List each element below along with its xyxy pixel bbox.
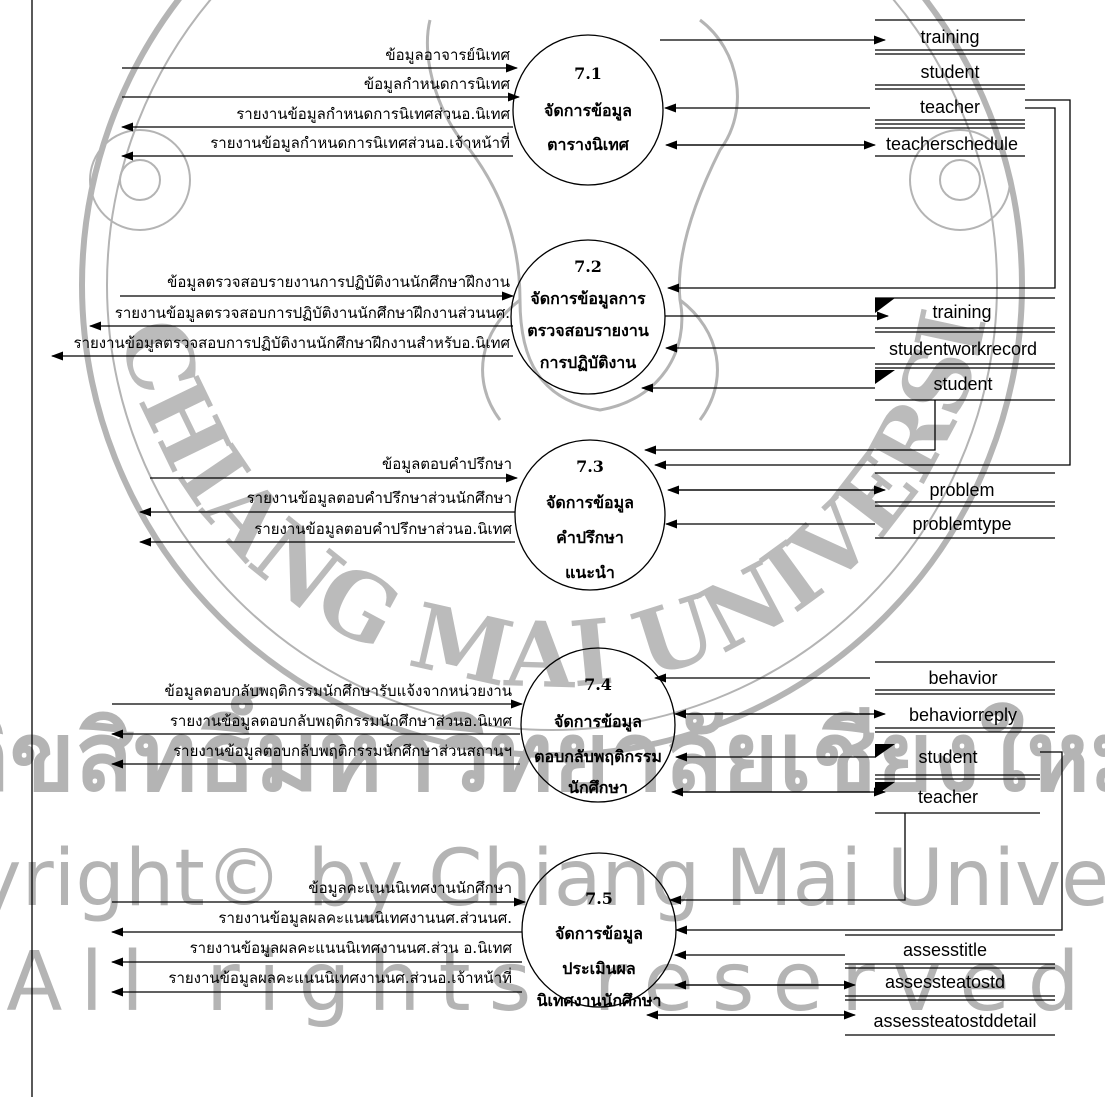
process-7-3: 7.3 จัดการข้อมูล คำปรึกษา แนะนำ <box>514 439 666 591</box>
data-store-label: behaviorreply <box>909 705 1017 725</box>
process-7-4: 7.4 จัดการข้อมูล ตอบกลับพฤติกรรม นักศึกษ… <box>520 647 676 803</box>
flow-label: รายงานข้อมูลกำหนดการนิเทศส่วนอ.นิเทศ <box>236 105 510 123</box>
process-label: นักศึกษา <box>568 778 628 797</box>
flow-label: ข้อมูลตอบคำปรึกษา <box>382 455 512 473</box>
process-label: การปฏิบัติงาน <box>540 353 637 372</box>
process-label: จัดการข้อมูล <box>554 712 642 733</box>
flow-label: รายงานข้อมูลผลคะแนนนิเทศงานนศ.ส่วนอ.เจ้า… <box>168 967 512 987</box>
flow-label: รายงานข้อมูลตรวจสอบการปฏิบัติงานนักศึกษา… <box>74 334 511 352</box>
process-label: ตรวจสอบรายงาน <box>527 321 649 340</box>
flow-label: รายงานข้อมูลตอบกลับพฤติกรรมนักศึกษาส่วนส… <box>173 742 512 760</box>
flow-label: ข้อมูลอาจารย์นิเทศ <box>385 46 510 64</box>
data-store-label: assesstitle <box>903 940 987 960</box>
watermark-copyright-text: Copyright© by Chiang Mai University <box>0 834 1105 924</box>
process-label: แนะนำ <box>565 563 615 582</box>
flow-label: รายงานข้อมูลตอบคำปรึกษาส่วนนักศึกษา <box>247 489 512 507</box>
data-store-label: assessteatostd <box>885 972 1005 992</box>
flow-label: รายงานข้อมูลผลคะแนนนิเทศงานนศ.ส่วนนศ. <box>218 909 512 927</box>
data-store-label: teacherschedule <box>886 134 1018 154</box>
data-stores: training student teacher teacherschedule… <box>845 19 1055 1036</box>
flow-label: รายงานข้อมูลกำหนดการนิเทศส่วนอ.เจ้าหน้าท… <box>210 132 510 152</box>
data-store-label: student <box>920 62 979 82</box>
process-number: 7.1 <box>574 64 602 83</box>
process-7-2: 7.2 จัดการข้อมูลการ ตรวจสอบรายงาน การปฏิ… <box>510 239 666 395</box>
process-number: 7.5 <box>585 889 613 908</box>
flow-label: ข้อมูลคะแนนนิเทศงานนักศึกษา <box>308 879 512 897</box>
data-store-label: training <box>932 302 991 322</box>
process-label: คำปรึกษา <box>556 528 624 547</box>
process-label: จัดการข้อมูลการ <box>530 289 646 310</box>
flow-label: ข้อมูลตรวจสอบรายงานการปฏิบัติงานนักศึกษา… <box>167 273 510 291</box>
process-7-5: 7.5 จัดการข้อมูล ประเมินผล นิเทศงานนักศึ… <box>521 852 677 1010</box>
flow-label: รายงานข้อมูลผลคะแนนนิเทศงานนศ.ส่วน อ.นิเ… <box>190 939 513 957</box>
data-store-label: student <box>933 374 992 394</box>
data-store-label: teacher <box>918 787 978 807</box>
data-store-label: teacher <box>920 97 980 117</box>
process-label: จัดการข้อมูล <box>555 924 643 945</box>
data-store-label: training <box>920 27 979 47</box>
watermark-thai-text: ลิขสิทธิ์มหาวิทยาลัยเชียงใหม่ <box>0 686 1105 813</box>
process-number: 7.3 <box>576 457 604 476</box>
process-number: 7.2 <box>574 257 602 276</box>
flow-label: รายงานข้อมูลตอบกลับพฤติกรรมนักศึกษาส่วนอ… <box>170 712 513 730</box>
data-store-label: problem <box>929 480 994 500</box>
process-number: 7.4 <box>584 675 612 694</box>
process-label: จัดการข้อมูล <box>546 493 634 514</box>
process-label: นิเทศงานนักศึกษา <box>537 991 662 1010</box>
external-flows: ข้อมูลอาจารย์นิเทศ ข้อมูลกำหนดการนิเทศ ร… <box>51 46 526 997</box>
flow-label: ข้อมูลกำหนดการนิเทศ <box>364 75 511 93</box>
data-store-label: assessteatostddetail <box>873 1011 1036 1031</box>
process-7-1: 7.1 จัดการข้อมูล ตารางนิเทศ <box>512 34 664 186</box>
process-label: ประเมินผล <box>562 959 635 978</box>
flow-label: รายงานข้อมูลตอบคำปรึกษาส่วนอ.นิเทศ <box>254 520 512 538</box>
process-label: ตอบกลับพฤติกรรม <box>534 747 662 766</box>
data-store-label: problemtype <box>912 514 1011 534</box>
data-store-label: behavior <box>928 668 997 688</box>
internal-flows <box>641 35 1071 1020</box>
data-store-label: student <box>918 747 977 767</box>
flow-label: รายงานข้อมูลตรวจสอบการปฏิบัติงานนักศึกษา… <box>115 304 510 322</box>
data-store-label: studentworkrecord <box>889 339 1037 359</box>
flow-label: ข้อมูลตอบกลับพฤติกรรมนักศึกษารับแจ้งจากห… <box>165 682 512 700</box>
process-label: ตารางนิเทศ <box>547 135 630 154</box>
process-label: จัดการข้อมูล <box>544 101 632 122</box>
